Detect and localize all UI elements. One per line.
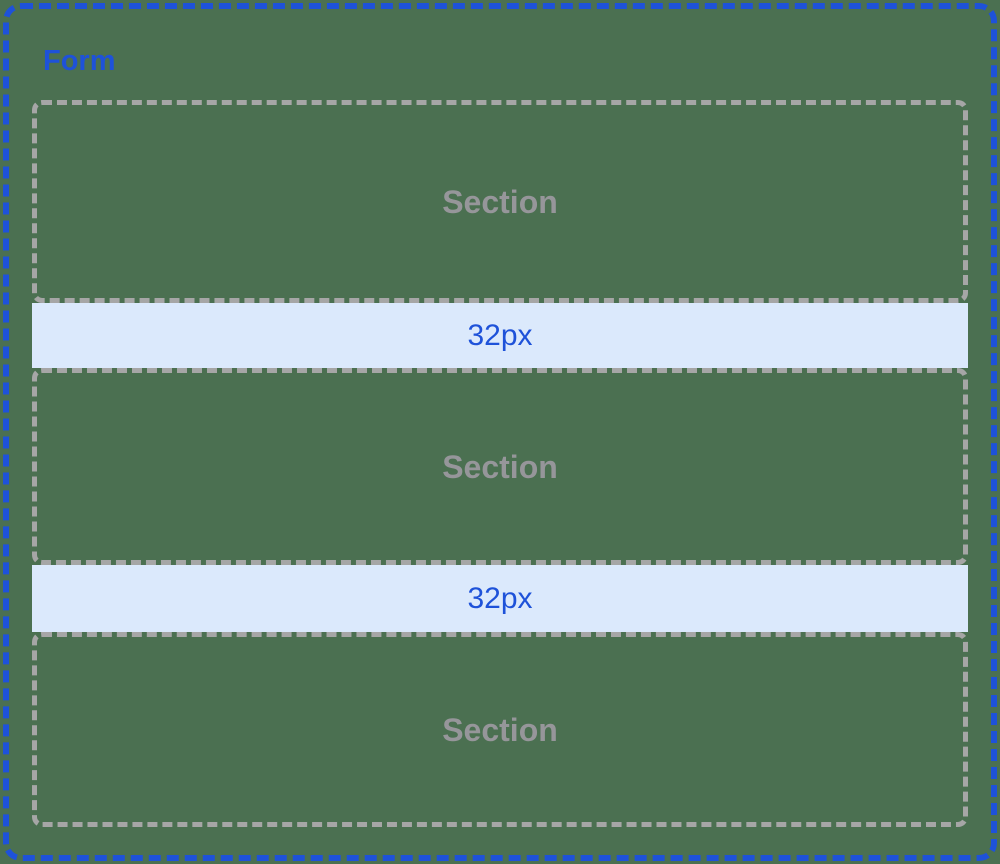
section-box-2: Section xyxy=(32,368,968,565)
section-label-1: Section xyxy=(442,183,558,220)
section-box-1: Section xyxy=(32,100,968,303)
form-frame-label: Form xyxy=(43,45,116,77)
form-frame: Form xyxy=(3,3,997,861)
spacer-label-1: 32px xyxy=(467,318,533,352)
section-stack: Section 32px Section 32px Section xyxy=(32,100,968,827)
spacer-label-2: 32px xyxy=(467,581,533,615)
section-box-3: Section xyxy=(32,632,968,827)
section-label-3: Section xyxy=(442,711,558,748)
spacer-band-2: 32px xyxy=(32,565,968,632)
section-label-2: Section xyxy=(442,448,558,485)
spacer-band-1: 32px xyxy=(32,303,968,368)
